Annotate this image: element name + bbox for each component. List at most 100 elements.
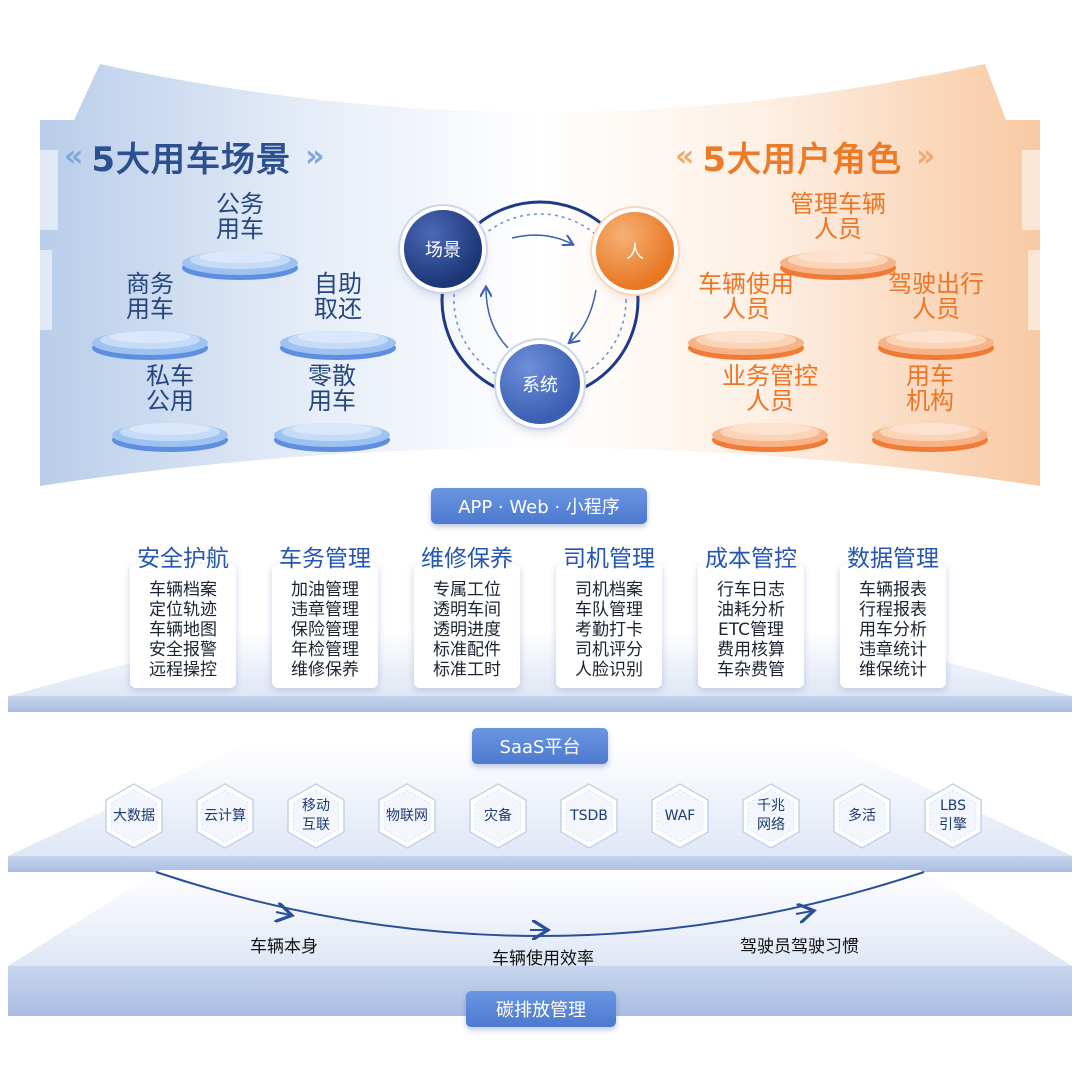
module-item: 维修保养	[291, 660, 359, 680]
saas-hex-label: 多活	[848, 807, 876, 824]
role-label: 驾驶出行 人员	[888, 270, 984, 323]
platform-disc-icon	[712, 423, 828, 452]
saas-hex-label: TSDB	[570, 807, 608, 824]
hexagon-icon	[196, 783, 254, 849]
module-item: 违章统计	[859, 640, 927, 660]
scenario-node: 零散 用车	[262, 364, 402, 454]
module-item: 车辆报表	[859, 580, 927, 600]
banner-background	[40, 64, 1040, 486]
scenario-node: 公务 用车	[170, 192, 310, 282]
saas-hex: 大数据	[100, 782, 168, 850]
saas-hex-label: LBS 引擎	[939, 798, 967, 833]
cycle-scene-node: 场景	[404, 210, 482, 288]
chevron-left-icon: «	[64, 139, 84, 174]
role-label: 车辆使用 人员	[698, 270, 794, 323]
module-item: 维保统计	[859, 660, 927, 680]
module-title: 维修保养	[421, 546, 513, 572]
saas-hex: LBS 引擎	[919, 782, 987, 850]
module-card: 数据管理车辆报表行程报表用车分析违章统计维保统计	[840, 542, 946, 688]
role-node: 用车 机构	[860, 364, 1000, 454]
saas-hex: 多活	[828, 782, 896, 850]
module-item: 标准配件	[433, 640, 501, 660]
platform-disc-icon	[112, 423, 228, 452]
module-card: 司机管理司机档案车队管理考勤打卡司机评分人脸识别	[556, 542, 662, 688]
scenario-label: 公务 用车	[216, 190, 264, 243]
role-label: 管理车辆 人员	[790, 190, 886, 243]
saas-hex: 云计算	[191, 782, 259, 850]
module-title: 数据管理	[847, 546, 939, 572]
hexagon-icon	[469, 783, 527, 849]
module-item: 行程报表	[859, 600, 927, 620]
role-node: 车辆使用 人员	[676, 272, 816, 362]
module-title: 安全护航	[137, 546, 229, 572]
module-item: 透明进度	[433, 620, 501, 640]
module-item: 违章管理	[291, 600, 359, 620]
hexagon-icon	[378, 783, 436, 849]
module-item: 标准工时	[433, 660, 501, 680]
hexagon-icon	[287, 783, 345, 849]
saas-hex: 移动 互联	[282, 782, 350, 850]
module-item: 车杂费管	[717, 660, 785, 680]
channels-pill: APP · Web · 小程序	[431, 488, 647, 524]
scenario-node: 商务 用车	[80, 272, 220, 362]
module-item: 费用核算	[717, 640, 785, 660]
roles-title-text: 5大用户角色	[702, 140, 903, 180]
module-items: 专属工位透明车间透明进度标准配件标准工时	[414, 580, 520, 680]
module-item: 考勤打卡	[575, 620, 643, 640]
module-item: 专属工位	[433, 580, 501, 600]
module-item: 加油管理	[291, 580, 359, 600]
impact-vehicle: 车辆本身	[250, 937, 318, 957]
scenario-label: 商务 用车	[126, 270, 174, 323]
module-item: ETC管理	[718, 620, 784, 640]
cycle-person-node: 人	[596, 212, 674, 290]
hexagon-icon	[105, 783, 163, 849]
saas-hex-label: 大数据	[113, 807, 155, 824]
carbon-pill: 碳排放管理	[466, 991, 616, 1027]
module-item: 车辆地图	[149, 620, 217, 640]
module-item: 车辆档案	[149, 580, 217, 600]
saas-hex-label: 灾备	[484, 807, 512, 824]
cycle-system-node: 系统	[500, 344, 580, 424]
module-item: 车队管理	[575, 600, 643, 620]
saas-hex-label: 千兆 网络	[757, 798, 785, 833]
module-item: 安全报警	[149, 640, 217, 660]
module-item: 透明车间	[433, 600, 501, 620]
scenario-node: 私车 公用	[100, 364, 240, 454]
platform-disc-icon	[92, 331, 208, 360]
module-card: 车务管理加油管理违章管理保险管理年检管理维修保养	[272, 542, 378, 688]
platform-disc-icon	[274, 423, 390, 452]
module-item: 保险管理	[291, 620, 359, 640]
saas-pill: SaaS平台	[472, 728, 608, 764]
module-item: 司机评分	[575, 640, 643, 660]
platform-disc-icon	[688, 331, 804, 360]
saas-hex: 千兆 网络	[737, 782, 805, 850]
module-items: 加油管理违章管理保险管理年检管理维修保养	[272, 580, 378, 680]
module-title: 车务管理	[279, 546, 371, 572]
chevron-left-icon: «	[675, 139, 695, 174]
scenario-label: 自助 取还	[314, 270, 362, 323]
chevron-right-icon: »	[305, 139, 325, 174]
role-label: 业务管控 人员	[722, 362, 818, 415]
platform-disc-icon	[878, 331, 994, 360]
hexagon-icon	[924, 783, 982, 849]
scenario-label: 零散 用车	[308, 362, 356, 415]
saas-hex: WAF	[646, 782, 714, 850]
saas-platform	[8, 742, 1072, 872]
module-item: 远程操控	[149, 660, 217, 680]
scenarios-title-text: 5大用车场景	[91, 140, 292, 180]
hexagon-icon	[560, 783, 618, 849]
role-label: 用车 机构	[906, 362, 954, 415]
role-node: 管理车辆 人员	[768, 192, 908, 282]
saas-hex: 灾备	[464, 782, 532, 850]
hexagon-icon	[742, 783, 800, 849]
role-node: 驾驶出行 人员	[866, 272, 1006, 362]
module-card: 安全护航车辆档案定位轨迹车辆地图安全报警远程操控	[130, 542, 236, 688]
scenario-label: 私车 公用	[146, 362, 194, 415]
scenarios-title: « 5大用车场景 »	[64, 132, 325, 181]
module-title: 司机管理	[563, 546, 655, 572]
roles-title: « 5大用户角色 »	[675, 132, 936, 181]
module-item: 司机档案	[575, 580, 643, 600]
module-title: 成本管控	[705, 546, 797, 572]
module-item: 油耗分析	[717, 600, 785, 620]
saas-hex-label: 物联网	[386, 807, 428, 824]
